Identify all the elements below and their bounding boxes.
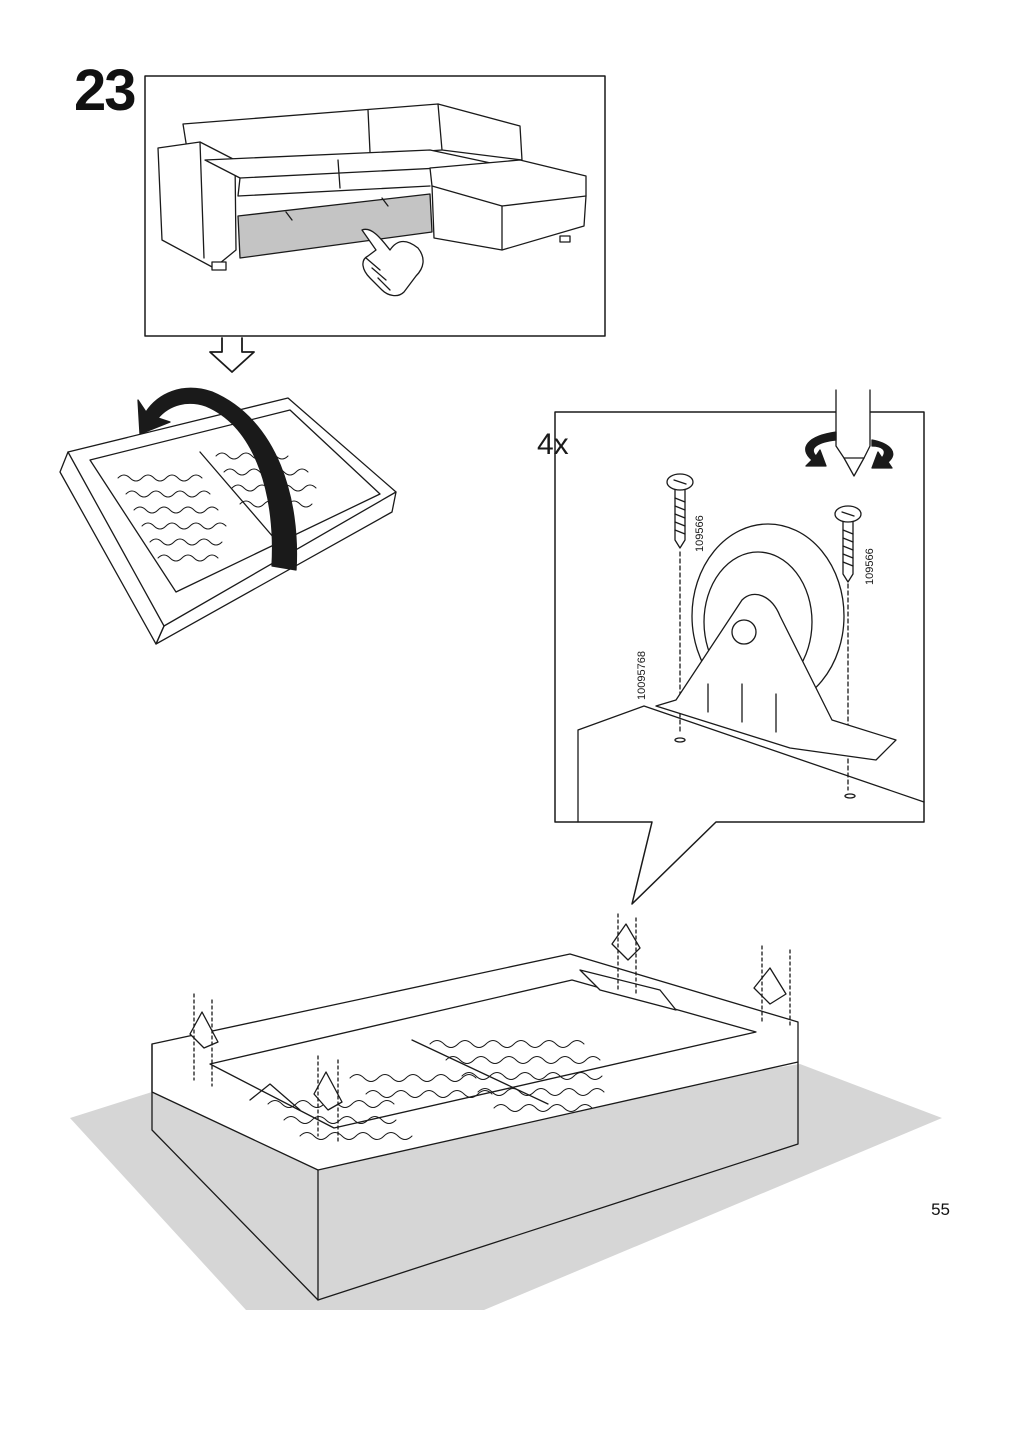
part-code-caster: 10095768 [636, 651, 648, 700]
screwdriver-icon [835, 389, 871, 477]
caster-wheel-icon [655, 523, 897, 761]
caster-wheel-icon [189, 993, 219, 1087]
corner-sofa-illustration [157, 103, 587, 271]
arrow-down-icon [209, 337, 255, 373]
sofa-overview-frame [144, 75, 606, 337]
part-code-screw-left: 109566 [694, 515, 706, 552]
bed-base-illustration [151, 953, 799, 1301]
rotate-arrow-icon [137, 387, 298, 571]
rotate-arrow-icon [805, 431, 894, 469]
part-code-screw-right: 109566 [864, 548, 876, 585]
screw-icon [666, 473, 694, 549]
screw-icon [834, 505, 862, 583]
caster-wheel-icon [313, 1055, 343, 1145]
step-number: 23 [74, 58, 136, 123]
floor-shadow [70, 1064, 942, 1310]
page-number: 55 [931, 1200, 950, 1219]
caster-wheel-icon [611, 913, 641, 997]
caster-wheel-icon [753, 945, 791, 1029]
furniture-base-corner [577, 705, 925, 823]
detail-quantity: 4x [537, 428, 569, 461]
flipped-sofa-frame-illustration [59, 397, 397, 645]
hand-icon [361, 228, 424, 297]
